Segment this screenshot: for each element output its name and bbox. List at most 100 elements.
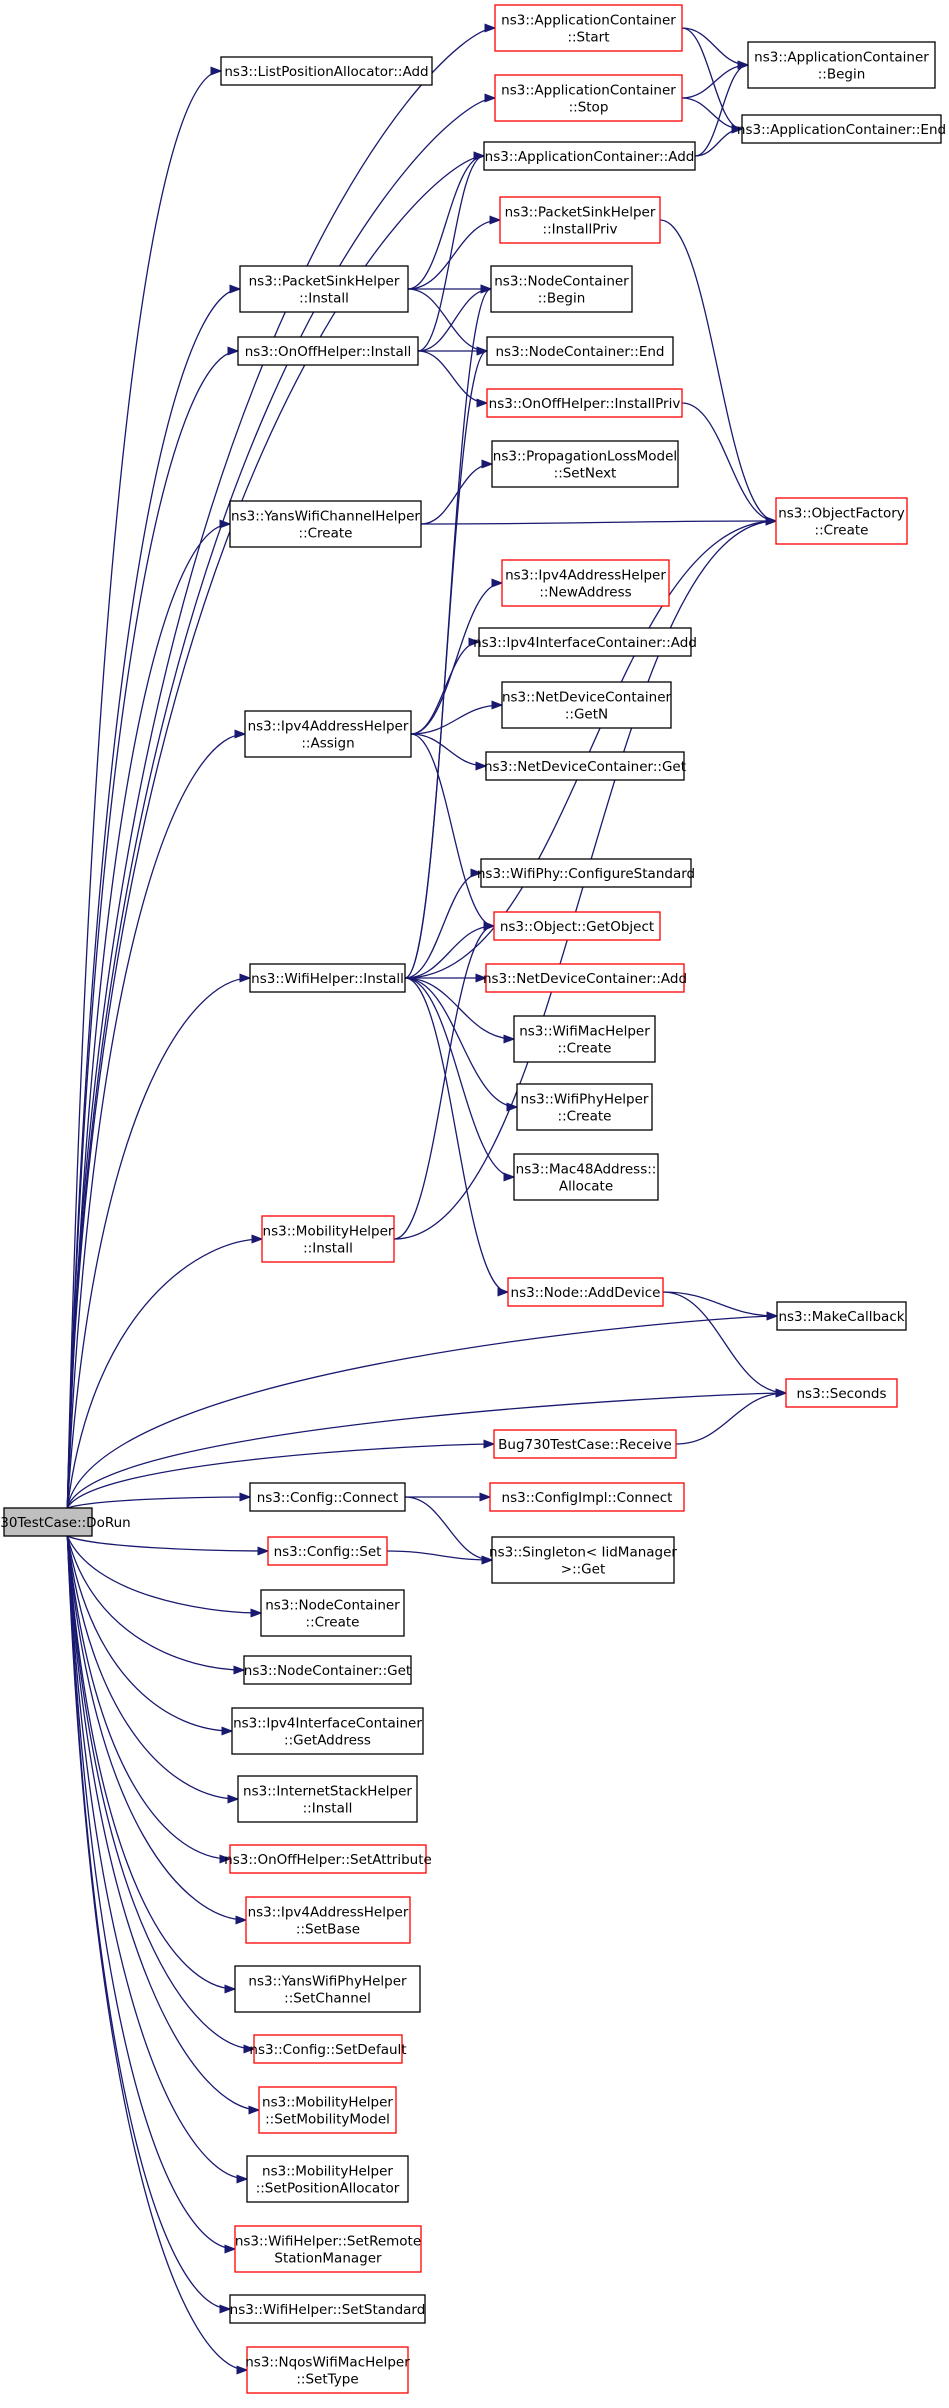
node-nc-get[interactable]: ns3::NodeContainer::Get bbox=[243, 1655, 412, 1685]
node-wph-create[interactable]: ns3::WifiPhyHelper::Create bbox=[516, 1083, 653, 1131]
node-ps-installpriv[interactable]: ns3::PacketSinkHelper::InstallPriv bbox=[499, 196, 661, 244]
node-iic-getaddr[interactable]: ns3::Ipv4InterfaceContainer::GetAddress bbox=[231, 1707, 424, 1755]
edge-line bbox=[662, 1291, 787, 1394]
node-ac-stop[interactable]: ns3::ApplicationContainer::Stop bbox=[494, 74, 683, 122]
node-label: ::Stop bbox=[569, 100, 609, 116]
edge-arrowhead bbox=[251, 1234, 264, 1244]
node-label: ns3::Ipv4AddressHelper bbox=[505, 568, 666, 584]
node-label: ::GetAddress bbox=[284, 1733, 371, 1749]
node-ac-begin[interactable]: ns3::ApplicationContainer::Begin bbox=[747, 41, 936, 89]
edge-arrowhead bbox=[219, 1854, 232, 1864]
node-ish-install[interactable]: ns3::InternetStackHelper::Install bbox=[237, 1775, 418, 1823]
node-ndc-get[interactable]: ns3::NetDeviceContainer::Get bbox=[484, 751, 686, 781]
edge-arrowhead bbox=[737, 60, 750, 70]
node-of-create[interactable]: ns3::ObjectFactory::Create bbox=[775, 497, 908, 545]
edge-arrowhead bbox=[239, 1492, 252, 1502]
node-oo-setattr[interactable]: ns3::OnOffHelper::SetAttribute bbox=[224, 1844, 432, 1874]
node-label: StationManager bbox=[274, 2251, 382, 2267]
node-receive[interactable]: Bug730TestCase::Receive bbox=[493, 1429, 677, 1459]
edge-arrowhead bbox=[775, 1388, 788, 1398]
node-cfg-connect[interactable]: ns3::Config::Connect bbox=[249, 1482, 406, 1512]
node-node-adddevice[interactable]: ns3::Node::AddDevice bbox=[507, 1277, 664, 1307]
node-ywp-setchannel[interactable]: ns3::YansWifiPhyHelper::SetChannel bbox=[234, 1965, 421, 2013]
node-obj-getobject[interactable]: ns3::Object::GetObject bbox=[493, 911, 661, 941]
node-ndc-getn[interactable]: ns3::NetDeviceContainer::GetN bbox=[501, 681, 672, 729]
edge-root-to-wh-setremote bbox=[66, 1535, 237, 2254]
node-label: ns3::YansWifiPhyHelper bbox=[248, 1974, 407, 1990]
node-seconds[interactable]: ns3::Seconds bbox=[785, 1378, 898, 1408]
edge-line bbox=[66, 733, 246, 1509]
node-cfg-set[interactable]: ns3::Config::Set bbox=[267, 1536, 388, 1566]
node-ac-add[interactable]: ns3::ApplicationContainer::Add bbox=[483, 141, 696, 171]
node-label: ns3::Seconds bbox=[797, 1386, 887, 1402]
edge-arrowhead bbox=[227, 346, 240, 356]
node-lpa-add[interactable]: ns3::ListPositionAllocator::Add bbox=[220, 56, 433, 86]
edge-line bbox=[404, 977, 518, 1108]
edge-arrowhead bbox=[481, 1555, 494, 1565]
edge-line bbox=[417, 350, 488, 404]
edge-line bbox=[66, 1535, 236, 1990]
node-oo-install[interactable]: ns3::OnOffHelper::Install bbox=[237, 336, 419, 366]
edge-node-adddevice-to-makecallback bbox=[662, 1291, 779, 1321]
edge-arrowhead bbox=[480, 284, 493, 294]
node-wp-configstd[interactable]: ns3::WifiPhy::ConfigureStandard bbox=[477, 858, 695, 888]
edge-line bbox=[681, 402, 777, 522]
node-nc-begin[interactable]: ns3::NodeContainer::Begin bbox=[490, 265, 633, 313]
node-mac48-alloc[interactable]: ns3::Mac48Address::Allocate bbox=[513, 1153, 659, 1201]
node-iic-add[interactable]: ns3::Ipv4InterfaceContainer::Add bbox=[473, 627, 697, 657]
node-plm-setnext[interactable]: ns3::PropagationLossModel::SetNext bbox=[491, 440, 679, 488]
node-nc-end[interactable]: ns3::NodeContainer::End bbox=[486, 336, 674, 366]
node-nqos-settype[interactable]: ns3::NqosWifiMacHelper::SetType bbox=[245, 2346, 410, 2394]
edge-arrowhead bbox=[219, 519, 232, 529]
node-ywc-create[interactable]: ns3::YansWifiChannelHelper::Create bbox=[229, 500, 422, 548]
edge-root-to-cfg-setdefault bbox=[66, 1535, 256, 2054]
node-box bbox=[480, 858, 692, 888]
node-wh-setstd[interactable]: ns3::WifiHelper::SetStandard bbox=[229, 2294, 426, 2324]
node-ipv4-setbase[interactable]: ns3::Ipv4AddressHelper::SetBase bbox=[245, 1896, 411, 1944]
node-oo-installpriv[interactable]: ns3::OnOffHelper::InstallPriv bbox=[486, 388, 683, 418]
node-mh-install[interactable]: ns3::MobilityHelper::Install bbox=[261, 1215, 395, 1263]
node-ac-start[interactable]: ns3::ApplicationContainer::Start bbox=[494, 4, 683, 52]
node-ps-install[interactable]: ns3::PacketSinkHelper::Install bbox=[239, 265, 409, 313]
node-label: ::Create bbox=[815, 523, 869, 539]
node-ipv4-newaddr[interactable]: ns3::Ipv4AddressHelper::NewAddress bbox=[501, 559, 670, 607]
node-box bbox=[234, 2225, 422, 2273]
edge-line bbox=[407, 219, 501, 290]
edge-arrowhead bbox=[491, 578, 504, 588]
edge-line bbox=[417, 155, 485, 352]
node-wh-install[interactable]: ns3::WifiHelper::Install bbox=[249, 963, 406, 993]
edge-line bbox=[67, 1535, 269, 1552]
node-box bbox=[513, 1153, 659, 1201]
node-box bbox=[491, 440, 679, 488]
node-cfg-setdefault[interactable]: ns3::Config::SetDefault bbox=[249, 2034, 407, 2064]
node-label: ::NewAddress bbox=[539, 585, 631, 601]
edge-root-to-mh-install bbox=[66, 1234, 264, 1509]
edge-line bbox=[66, 1535, 239, 1800]
node-label: ns3::ApplicationContainer bbox=[501, 13, 676, 29]
node-label: ns3::Config::SetDefault bbox=[249, 2042, 406, 2058]
node-label: ns3::PropagationLossModel bbox=[493, 449, 677, 465]
edge-line bbox=[404, 977, 515, 1178]
node-box bbox=[493, 1429, 677, 1459]
node-box bbox=[260, 1589, 405, 1637]
node-ac-end[interactable]: ns3::ApplicationContainer::End bbox=[737, 114, 946, 144]
node-box bbox=[237, 1775, 418, 1823]
node-makecallback[interactable]: ns3::MakeCallback bbox=[776, 1301, 907, 1331]
node-box bbox=[249, 1482, 406, 1512]
node-mh-setpos[interactable]: ns3::MobilityHelper::SetPositionAllocato… bbox=[246, 2155, 409, 2203]
node-ipv4-assign[interactable]: ns3::Ipv4AddressHelper::Assign bbox=[244, 710, 412, 758]
node-label: ::Begin bbox=[538, 291, 586, 307]
node-box bbox=[483, 141, 696, 171]
node-wmh-create[interactable]: ns3::WifiMacHelper::Create bbox=[513, 1015, 656, 1063]
edge-arrowhead bbox=[491, 700, 504, 710]
node-ndc-add[interactable]: ns3::NetDeviceContainer::Add bbox=[483, 963, 687, 993]
node-mh-setmob[interactable]: ns3::MobilityHelper::SetMobilityModel bbox=[258, 2086, 397, 2134]
edge-line bbox=[66, 1535, 255, 2050]
node-root[interactable]: Bug730TestCase::DoRun bbox=[0, 1507, 131, 1537]
node-cfgimpl-connect[interactable]: ns3::ConfigImpl::Connect bbox=[489, 1482, 685, 1512]
edge-line bbox=[404, 872, 482, 979]
node-nc-create[interactable]: ns3::NodeContainer::Create bbox=[260, 1589, 405, 1637]
edge-line bbox=[675, 1392, 787, 1445]
node-singleton-get[interactable]: ns3::Singleton< IidManager >::Get bbox=[489, 1536, 677, 1584]
